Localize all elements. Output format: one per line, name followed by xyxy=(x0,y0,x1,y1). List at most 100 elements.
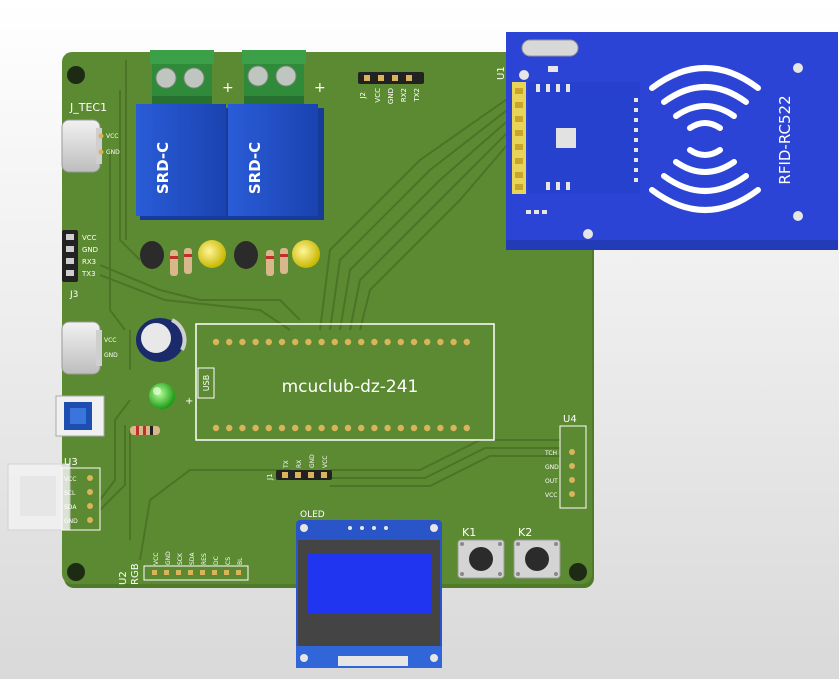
mcu-pin-row-top xyxy=(212,338,470,346)
mcu-pin-pad xyxy=(292,338,299,346)
mcu-pin-pad xyxy=(358,424,365,432)
push-button-k1[interactable]: K1 xyxy=(457,526,505,579)
plus-sign: + xyxy=(222,80,234,96)
mcu-pin-pad xyxy=(292,424,299,432)
u3-pin-4: GND xyxy=(64,518,78,525)
j3-pin-1: VCC xyxy=(82,234,97,242)
power-usb-connector: VCC GND xyxy=(61,321,118,375)
u1-label: U1 xyxy=(496,66,507,80)
mcu-pin-pad xyxy=(305,424,312,432)
rfid-antenna-arcs xyxy=(649,65,761,213)
mcu-pin-pad xyxy=(212,424,220,432)
u3-module: U3 VCC SCL SDA GND xyxy=(7,457,101,531)
oled-label: OLED xyxy=(300,510,325,520)
mcu-pin-pad xyxy=(410,338,418,346)
mcu-pin-pad xyxy=(437,424,444,432)
mcu-pin-pad xyxy=(463,424,470,432)
j2-pin-1: VCC xyxy=(374,88,382,103)
mcu-pin-pad xyxy=(344,338,352,346)
u3-pin-2: SCL xyxy=(64,490,76,497)
u2-pin-8: BL xyxy=(237,557,244,565)
usb-label: USB xyxy=(202,375,211,391)
relay-driver-1 xyxy=(140,240,226,276)
mounting-hole xyxy=(569,563,587,581)
mcu-pin-pad xyxy=(424,338,431,346)
mcu-pin-pad xyxy=(450,338,457,346)
oled-screen xyxy=(308,554,432,614)
mcu-pin-pad xyxy=(226,338,233,346)
mcu-pin-pad xyxy=(239,338,246,346)
u2-pin-1: VCC xyxy=(153,553,160,565)
mcu-pin-pad xyxy=(212,338,220,346)
u3-pin-1: VCC xyxy=(64,476,76,483)
j1-header: J1 TX RX GND VCC xyxy=(266,454,332,481)
mcu-pin-pad xyxy=(226,424,233,432)
mcu-pin-pad xyxy=(358,338,365,346)
u3-label: U3 xyxy=(64,457,78,468)
j2-pin-4: TX2 xyxy=(413,88,421,103)
push-button-k2[interactable]: K2 xyxy=(513,526,561,579)
j3-header: VCC GND RX3 TX3 J3 xyxy=(62,230,98,300)
u4-pin-1: TCH xyxy=(544,450,557,457)
mcu-pin-pad xyxy=(384,424,391,432)
mcu-pin-pad xyxy=(265,424,272,432)
rgb-label: RGB xyxy=(130,563,141,585)
mcu-pin-pad xyxy=(305,338,312,346)
capacitor xyxy=(136,318,187,362)
rfid-rc522-module: U1 xyxy=(496,32,838,250)
u2-label: U2 xyxy=(118,571,129,585)
u4-pin-3: OUT xyxy=(545,478,558,485)
mcu-pin-pad xyxy=(371,338,378,346)
mcu-label: mcuclub-dz-241 xyxy=(282,377,419,397)
j3-pin-2: GND xyxy=(82,246,98,254)
j2-label: J2 xyxy=(359,92,367,100)
mcu-pin-pad xyxy=(424,424,431,432)
u2-pin-6: DC xyxy=(213,556,220,565)
relay-driver-2 xyxy=(234,240,320,276)
mcu-pin-pad xyxy=(278,424,286,432)
yellow-led xyxy=(198,240,226,268)
mounting-hole xyxy=(67,563,85,581)
pwr-pin-1: VCC xyxy=(104,337,116,344)
u2-pin-3: SCK xyxy=(177,552,184,565)
u2-pin-7: CS xyxy=(225,557,232,565)
j1-pin-4: VCC xyxy=(322,456,329,468)
mcu-pin-pad xyxy=(371,424,378,432)
plus-sign: + xyxy=(185,396,193,407)
j2-header: J2 VCC GND RX2 TX2 xyxy=(358,72,424,104)
j3-label: J3 xyxy=(69,290,78,300)
k1-label: K1 xyxy=(462,526,476,539)
u4-label: U4 xyxy=(563,414,577,425)
status-led-green: + xyxy=(149,383,193,409)
mcu-pin-pad xyxy=(265,338,272,346)
relay-2-label: SRD-C xyxy=(246,142,264,194)
relay-1-label: SRD-C xyxy=(154,142,172,194)
resistor xyxy=(130,426,160,435)
relay-2: SRD-C xyxy=(228,104,324,220)
rfid-label: RFID-RC522 xyxy=(776,95,794,184)
mcu-pin-pad xyxy=(318,338,325,346)
mcu-pin-pad xyxy=(397,338,404,346)
relay-1: SRD-C xyxy=(136,104,232,220)
u2-rgb-header: U2 RGB VCC GND SCK SDA RES DC CS BL xyxy=(118,551,249,585)
jtec1-pin-2: GND xyxy=(106,149,120,156)
j1-pin-2: RX xyxy=(296,460,303,468)
mcu-pin-row-bottom xyxy=(212,424,470,432)
pwr-pin-2: GND xyxy=(104,352,118,359)
mcu-pin-pad xyxy=(344,424,352,432)
j1-pin-3: GND xyxy=(309,454,316,468)
u2-pin-4: SDA xyxy=(189,552,196,565)
u4-module: U4 TCH GND OUT VCC xyxy=(544,414,587,509)
u4-pin-2: GND xyxy=(545,464,559,471)
j2-pin-2: GND xyxy=(387,88,395,104)
mcu-pin-pad xyxy=(463,338,470,346)
j3-pin-3: RX3 xyxy=(82,258,96,266)
jtec1-usb-connector: J_TEC1 VCC GND xyxy=(61,101,120,173)
mcu-pin-pad xyxy=(239,424,246,432)
copper-traces xyxy=(99,60,560,561)
terminal-block-1: + xyxy=(150,50,234,112)
mcu-pin-pad xyxy=(397,424,404,432)
jtec1-pin-1: VCC xyxy=(106,133,118,140)
u2-pin-5: RES xyxy=(201,553,208,565)
mcu-pin-pad xyxy=(252,424,259,432)
